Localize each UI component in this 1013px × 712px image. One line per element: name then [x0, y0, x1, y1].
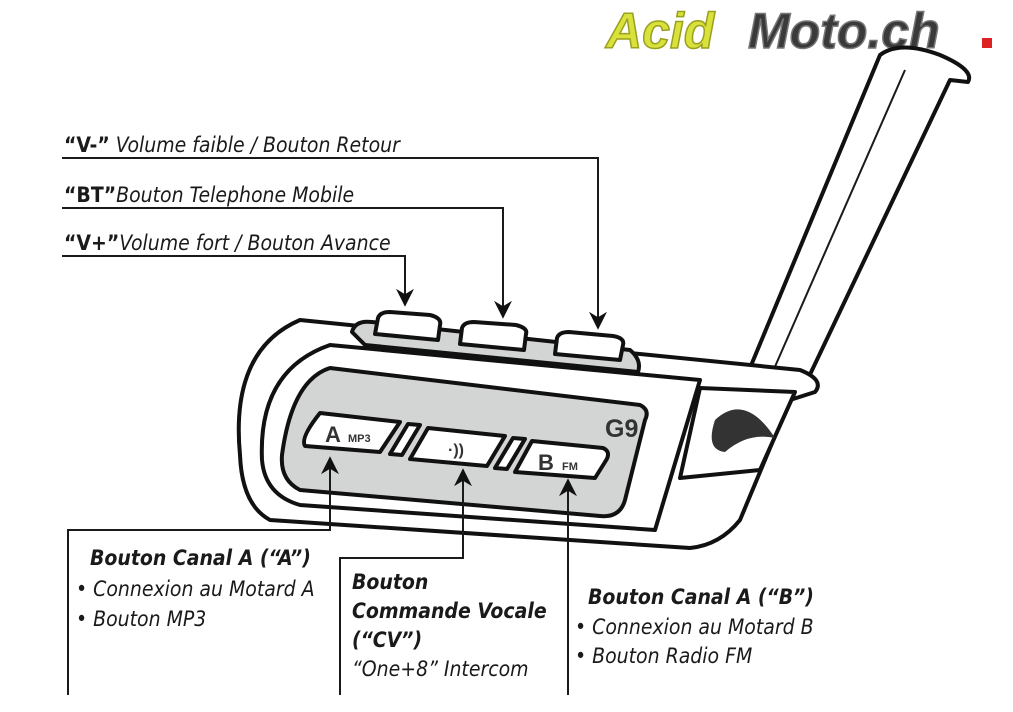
- swiss-flag-icon: [982, 38, 992, 48]
- label-button-a: Bouton Canal A (“A”) • Connexion au Mota…: [76, 546, 315, 631]
- callout-lines: [62, 157, 607, 695]
- label-button-b: Bouton Canal A (“B”) • Connexion au Mota…: [575, 585, 814, 668]
- brand-swoosh-icon: [711, 409, 775, 452]
- svg-text:Moto.ch: Moto.ch: [748, 3, 940, 59]
- svg-text:• Connexion au Motard B: • Connexion au Motard B: [575, 615, 814, 639]
- volume-up-button[interactable]: [373, 310, 443, 342]
- voice-wave-icon: ·)): [448, 442, 464, 459]
- button-a[interactable]: A MP3: [302, 411, 402, 454]
- svg-text:B: B: [538, 450, 554, 475]
- label-button-cv: Bouton Commande Vocale (“CV”) “One+8” In…: [352, 570, 547, 681]
- svg-text:Commande Vocale: Commande Vocale: [352, 599, 547, 623]
- svg-text:Bouton: Bouton: [352, 570, 428, 594]
- svg-text:• Bouton Radio FM: • Bouton Radio FM: [575, 644, 752, 668]
- boom-arm: [743, 45, 972, 387]
- button-cv[interactable]: ·)): [408, 426, 507, 468]
- svg-text:Bouton Canal A (“B”): Bouton Canal A (“B”): [588, 585, 814, 609]
- svg-text:FM: FM: [562, 461, 578, 473]
- svg-text:• Connexion au Motard A: • Connexion au Motard A: [76, 577, 315, 601]
- label-volume-up: “V+”Volume fort / Bouton Avance: [64, 231, 391, 255]
- label-volume-down: “V-” Volume faible / Bouton Retour: [64, 133, 401, 157]
- svg-text:A: A: [325, 422, 341, 447]
- svg-text:(“CV”): (“CV”): [352, 628, 422, 652]
- button-b[interactable]: B FM: [513, 439, 610, 480]
- model-label: G9: [605, 415, 638, 443]
- label-bt: “BT”Bouton Telephone Mobile: [64, 183, 354, 207]
- intercom-device: A MP3 ·)) B FM G9: [236, 310, 820, 550]
- svg-text:Acid: Acid: [604, 3, 716, 59]
- bt-button[interactable]: [458, 320, 529, 352]
- svg-text:MP3: MP3: [348, 433, 371, 445]
- svg-text:“One+8” Intercom: “One+8” Intercom: [352, 657, 529, 681]
- acidmoto-logo: Acid Moto.ch: [603, 2, 992, 60]
- svg-text:• Bouton MP3: • Bouton MP3: [76, 607, 206, 631]
- volume-down-button[interactable]: [553, 330, 626, 362]
- svg-text:Bouton Canal A (“A”): Bouton Canal A (“A”): [90, 546, 311, 570]
